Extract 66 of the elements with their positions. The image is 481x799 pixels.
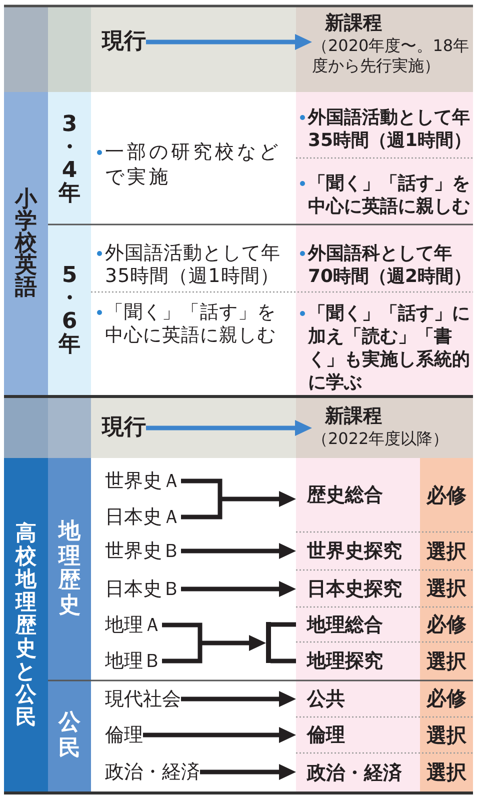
band-label: 3・4年	[58, 112, 81, 204]
band-label: 小学校英語	[14, 188, 38, 298]
requirement-tag: 選択	[420, 753, 473, 792]
course-cell: 地理総合	[296, 607, 420, 642]
description-text: 外国語活動として年35時間（週1時間）	[105, 242, 282, 288]
band-label: 高校地理歴史と公民	[15, 522, 37, 728]
description-text: 一部の研究校などで実施	[105, 140, 282, 190]
course-cell: 日本史探究	[296, 570, 420, 607]
subject-label: 倫理	[105, 723, 143, 747]
category-band	[4, 458, 48, 792]
course-cell: 公共	[296, 680, 420, 717]
arrow	[181, 691, 296, 707]
requirement-tag: 必修	[420, 607, 473, 642]
requirement-tag: 選択	[420, 717, 473, 753]
subject-label: 地理Ｂ	[105, 649, 162, 673]
description-cell	[296, 158, 473, 225]
description-text: 「聞く」「話す」を中心に英語に親しむ	[308, 172, 471, 218]
description-cell	[296, 225, 473, 292]
band-label: 5・6年	[58, 264, 81, 356]
course-cell: 世界史探究	[296, 532, 420, 570]
description-cell	[296, 92, 473, 158]
arrow	[181, 543, 296, 559]
arrow	[146, 34, 312, 50]
grade-band	[48, 225, 91, 395]
description-cell	[296, 292, 473, 395]
column-heading: 新課程	[325, 12, 382, 35]
category-band	[4, 92, 48, 395]
subject-label: 世界史Ｂ	[105, 539, 181, 563]
arrow	[143, 727, 296, 743]
subject-label: 政治・経済	[105, 760, 200, 784]
band-label: 公民	[58, 710, 81, 762]
description-text: 外国語活動として年35時間（週1時間）	[308, 106, 472, 152]
subject-label: 地理Ａ	[105, 613, 162, 637]
requirement-tag: 選択	[420, 570, 473, 607]
description-text: 「聞く」「話す」に加え「読む」「書く」も実施し系統的に学ぶ	[308, 302, 471, 394]
course-cell: 地理探究	[296, 642, 420, 680]
description-text: 外国語科として年70時間（週2時間）	[308, 242, 472, 288]
column-heading: 現行	[102, 415, 146, 441]
column-heading: 新課程	[325, 405, 382, 428]
requirement-tag: 選択	[420, 642, 473, 680]
requirement-tag: 必修	[420, 680, 473, 717]
course-cell: 政治・経済	[296, 753, 420, 792]
column-subheading: （2020年度〜。18年度から先行実施）	[312, 36, 470, 76]
band-label: 地理歴史	[58, 520, 81, 618]
subject-band	[48, 680, 91, 792]
connector-line	[270, 658, 296, 664]
requirement-tag: 必修	[420, 458, 473, 532]
course-cell: 歴史総合	[296, 458, 420, 532]
requirement-tag: 選択	[420, 532, 473, 570]
arrow	[146, 420, 312, 436]
subject-label: 日本史Ａ	[105, 505, 181, 529]
subject-band	[48, 458, 91, 680]
connector-line	[270, 622, 296, 627]
column-heading: 現行	[102, 29, 146, 55]
subject-label: 日本史Ｂ	[105, 577, 181, 601]
description-text: 「聞く」「話す」を中心に英語に親しむ	[105, 301, 277, 347]
grade-band	[48, 92, 91, 225]
merge-arrow	[160, 622, 266, 664]
arrow	[181, 581, 296, 597]
subject-label: 世界史Ａ	[105, 469, 181, 493]
arrow	[200, 764, 296, 780]
subject-label: 現代社会	[105, 687, 181, 711]
merge-arrow	[178, 478, 296, 520]
column-subheading: （2022年度以降）	[312, 429, 450, 449]
course-cell: 倫理	[296, 717, 420, 753]
junction-bar	[266, 622, 270, 664]
